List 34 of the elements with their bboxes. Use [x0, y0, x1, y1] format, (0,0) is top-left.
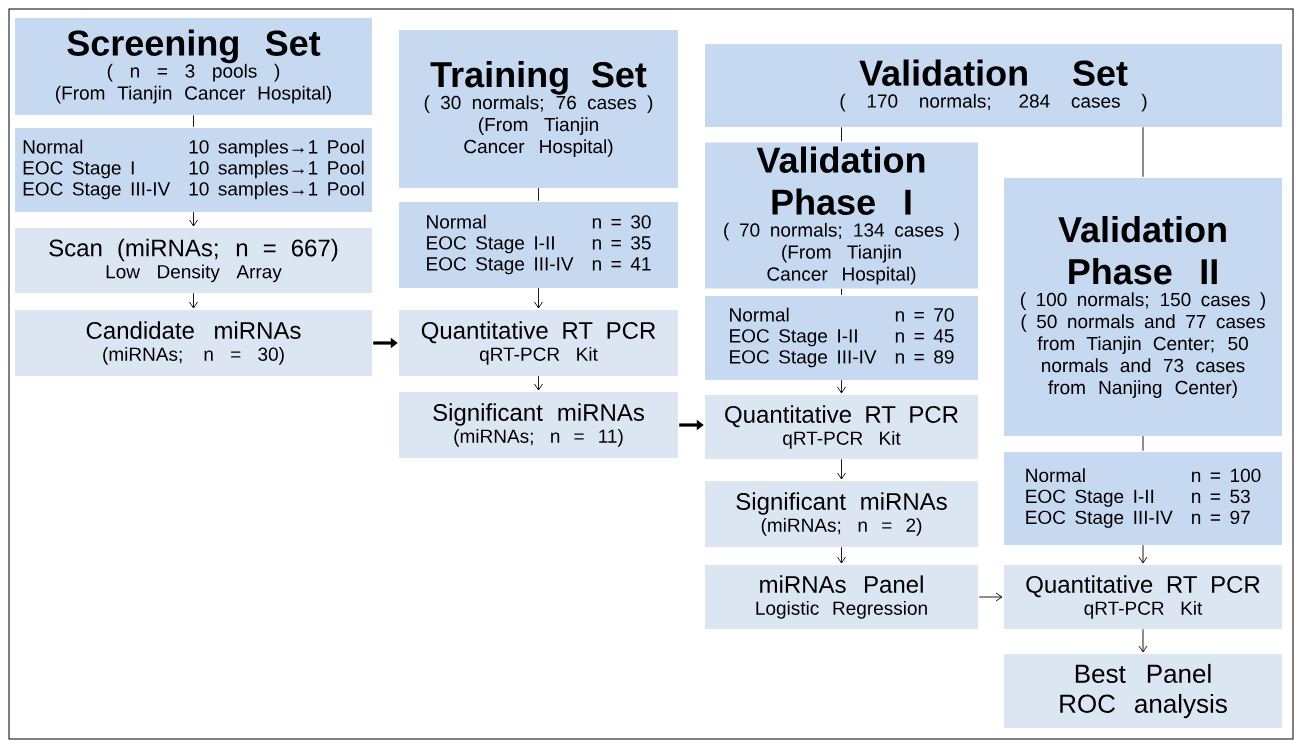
set-header-box: Validation Phase II ( 100 normals; 150 cases ) ( 50 normals and 77 cases from Tianjin Center; 50 normals and 73 cases from Nanjing Center) [1004, 178, 1282, 436]
arrow [189, 292, 198, 309]
arrow [534, 287, 543, 309]
sample-table-box: Normal 10 samples→1 Pool EOC Stage I 10 samples→1 Pool EOC Stage III-IV 10 samples→1 Pool [15, 128, 372, 212]
process-box: Best Panel ROC analysis [1004, 654, 1282, 728]
connector-line [1142, 126, 1144, 178]
process-box: Quantitative RT PCR qRT-PCR Kit [705, 395, 978, 459]
arrow [1138, 628, 1148, 653]
arrow [534, 375, 543, 391]
process-box: Significant miRNAs (miRNAs; n = 2) [705, 481, 978, 547]
process-box: miRNAs Panel Logistic Regression [705, 565, 978, 629]
sample-table-box: Normal n = 70 EOC Stage I-II n = 45 EOC Stage III-IV n = 89 [705, 296, 978, 380]
arrow [837, 379, 846, 394]
set-header-box: Validation Set ( 170 normals; 284 cases ) [705, 44, 1282, 127]
arrow [1138, 544, 1148, 564]
process-box: Quantitative RT PCR qRT-PCR Kit [1004, 565, 1282, 629]
arrow [978, 592, 1003, 602]
connector-line [193, 114, 194, 128]
process-box: Scan (miRNAs; n = 667) Low Density Array [15, 228, 372, 293]
connector-line [841, 126, 842, 142]
set-header-box: Validation Phase I ( 70 normals; 134 cases ) (From Tianjin Cancer Hospital) [705, 142, 978, 289]
connector-line [841, 288, 842, 296]
process-box: Quantitative RT PCR qRT-PCR Kit [399, 310, 678, 376]
process-box: Significant miRNAs (miRNAs; n = 11) [399, 392, 678, 458]
arrow [837, 458, 846, 480]
set-header-box: Screening Set ( n = 3 pools ) (From Tianjin Cancer Hospital) [15, 18, 372, 115]
process-box: Candidate miRNAs (miRNAs; n = 30) [15, 310, 372, 376]
arrow [189, 211, 198, 227]
connector-line [538, 187, 539, 202]
set-header-box: Training Set ( 30 normals; 76 cases ) (From Tianjin Cancer Hospital) [399, 30, 678, 188]
sample-table-box: Normal n = 100 EOC Stage I-II n = 53 EOC Stage III-IV n = 97 [1004, 452, 1282, 545]
connector-line [1142, 435, 1144, 452]
arrow [837, 546, 846, 564]
sample-table-box: Normal n = 30 EOC Stage I-II n = 35 EOC Stage III-IV n = 41 [399, 202, 678, 288]
